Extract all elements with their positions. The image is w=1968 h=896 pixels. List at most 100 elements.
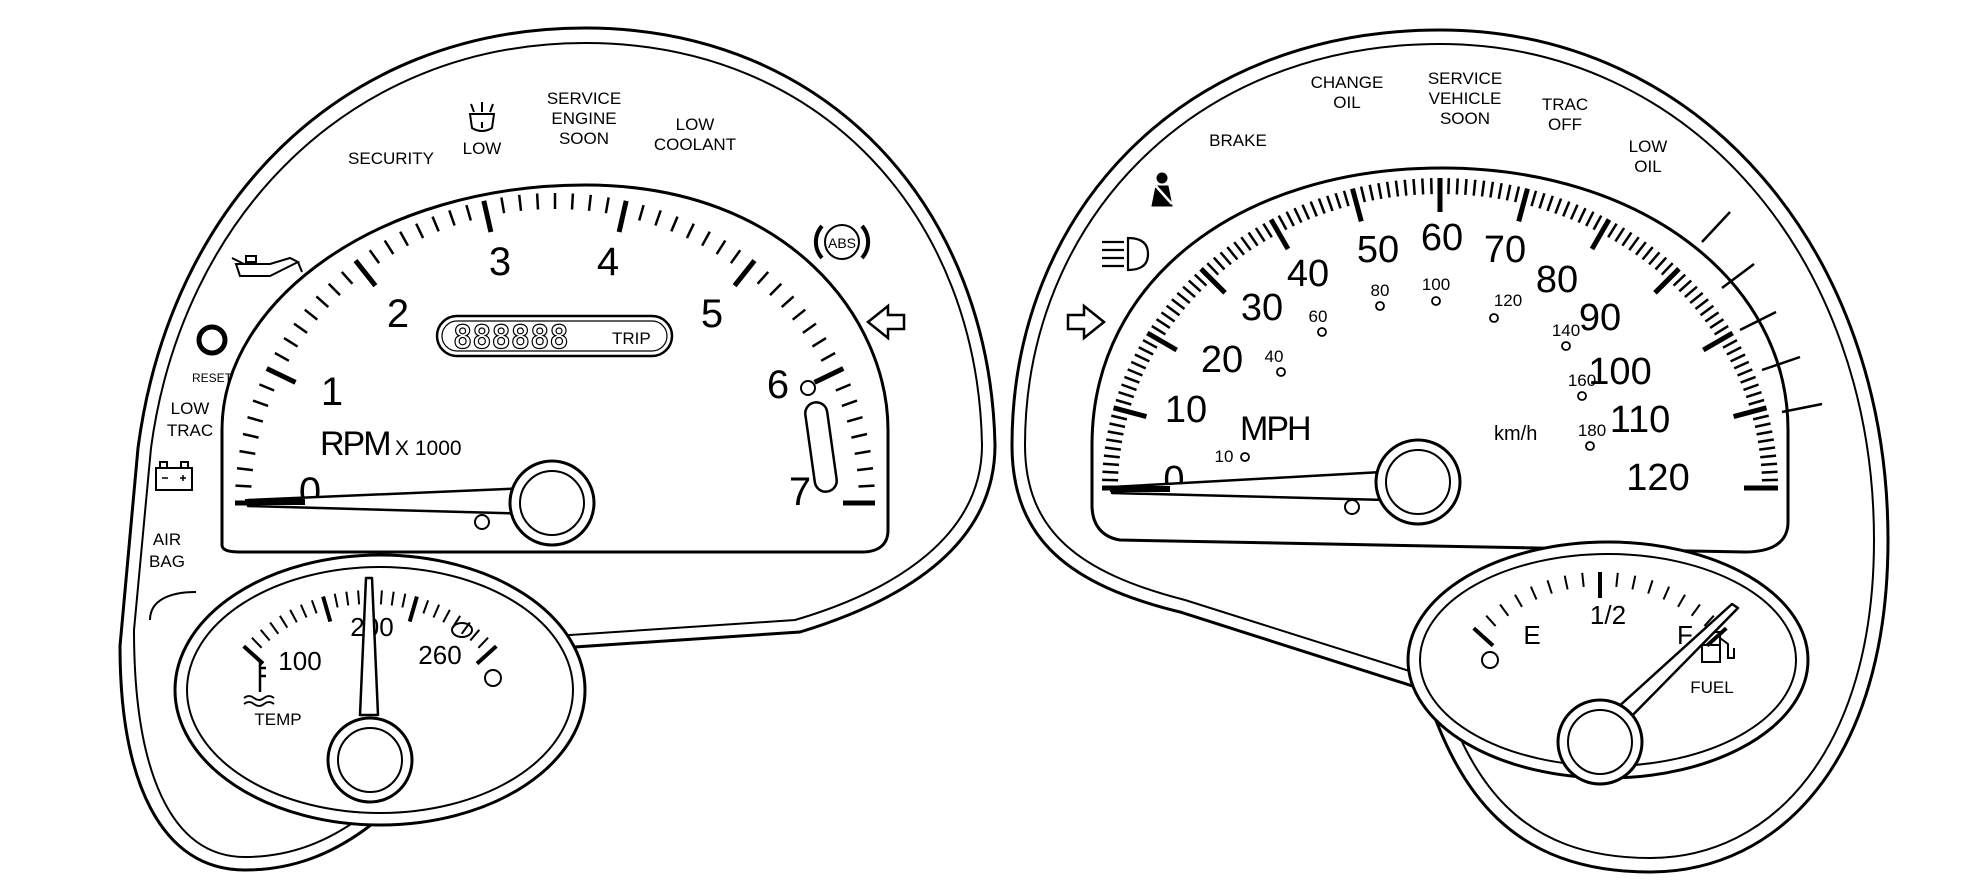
rpm-multiplier-label: X 1000 — [395, 437, 462, 460]
kmh-numeral-40: 40 — [1265, 347, 1284, 366]
tach-minor-tick — [500, 197, 506, 214]
fuel-minor-tick — [1615, 572, 1619, 588]
speed-minor-tick — [1730, 353, 1746, 363]
tach-minor-tick — [283, 337, 299, 348]
tach-numeral-6: 6 — [767, 363, 789, 407]
tach-major-tick — [813, 366, 845, 385]
reset-button-icon[interactable] — [196, 324, 228, 356]
tachometer: 0 1 2 3 4 5 6 7 RPM X 1000 888888 TRIP — [220, 183, 890, 554]
speed-minor-tick — [1277, 214, 1288, 231]
tach-minor-tick — [535, 193, 540, 210]
speed-minor-tick — [1212, 256, 1226, 271]
speed-minor-tick — [1726, 346, 1742, 356]
svg-text:COOLANT: COOLANT — [654, 135, 736, 154]
speed-minor-tick — [1748, 398, 1765, 406]
tach-minor-tick — [846, 415, 863, 423]
speed-minor-tick — [1138, 346, 1154, 356]
tach-minor-tick — [820, 351, 836, 362]
speed-major-tick — [1653, 267, 1681, 295]
low-trac-indicator: LOW TRAC — [167, 399, 213, 440]
speed-minor-tick — [1628, 236, 1640, 251]
temp-minor-tick — [432, 604, 441, 618]
temp-minor-tick — [422, 599, 430, 614]
speed-minor-tick — [1109, 422, 1126, 429]
speed-hub — [1374, 438, 1462, 526]
tach-major-tick — [353, 259, 378, 288]
tach-minor-tick — [415, 223, 425, 239]
speed-minor-tick — [1394, 180, 1400, 197]
kmh-numeral-120: 120 — [1494, 291, 1522, 310]
temp-minor-tick — [442, 609, 451, 623]
tach-minor-tick — [252, 399, 269, 408]
temp-minor-tick — [477, 637, 489, 649]
kmh-numeral-100: 100 — [1422, 275, 1450, 294]
tach-minor-tick — [637, 204, 645, 221]
speed-minor-tick — [1722, 339, 1738, 349]
tachometer-scale — [235, 193, 875, 506]
speed-minor-tick — [1761, 470, 1778, 474]
speed-minor-tick — [1709, 318, 1725, 329]
temp-major-tick — [242, 644, 265, 666]
temp-minor-tick — [251, 637, 263, 649]
speed-minor-tick — [1759, 446, 1776, 451]
kmh-numeral-140: 140 — [1552, 321, 1580, 340]
kmh-numeral-80: 80 — [1371, 281, 1390, 300]
svg-text:LOW: LOW — [1629, 137, 1668, 156]
speed-major-tick — [1589, 218, 1612, 251]
speed-minor-tick — [1107, 430, 1124, 436]
speed-minor-tick — [1740, 375, 1757, 384]
service-engine-soon-indicator: SERVICE ENGINE SOON — [547, 89, 621, 148]
svg-text:VEHICLE: VEHICLE — [1429, 89, 1502, 108]
kmh-numeral-180: 180 — [1578, 421, 1606, 440]
temp-minor-tick — [333, 593, 339, 608]
brake-indicator: BRAKE — [1209, 131, 1267, 150]
speed-minor-tick — [1155, 318, 1171, 329]
reset-label: RESET — [192, 371, 233, 385]
svg-text:LOW: LOW — [171, 399, 210, 418]
speed-major-tick — [1350, 187, 1364, 223]
fuel-scale — [1472, 572, 1728, 648]
kmh-numeral-60: 60 — [1309, 307, 1328, 326]
fuel-minor-tick — [1690, 603, 1701, 617]
mph-numeral-10: 10 — [1165, 389, 1207, 431]
speed-minor-tick — [1505, 184, 1512, 201]
tach-minor-tick — [431, 216, 440, 232]
speed-major-tick — [1516, 187, 1530, 223]
speed-minor-tick — [1342, 190, 1350, 207]
temp-minor-tick — [310, 599, 318, 614]
kmh-numerals: 10 40 60 80 100 120 140 160 180 — [1215, 275, 1607, 466]
speed-minor-tick — [1607, 223, 1618, 238]
tach-numeral-4: 4 — [597, 240, 619, 284]
speed-minor-tick — [1513, 186, 1521, 203]
speed-minor-tick — [1704, 311, 1720, 323]
speed-minor-tick — [1592, 214, 1603, 231]
tach-minor-tick — [654, 209, 662, 226]
speed-minor-tick — [1733, 360, 1750, 370]
svg-text:LOW: LOW — [676, 115, 715, 134]
svg-text:OFF: OFF — [1548, 115, 1582, 134]
speed-minor-tick — [1745, 391, 1762, 399]
seatbelt-icon — [1151, 172, 1173, 207]
speed-minor-tick — [1171, 298, 1186, 310]
speed-minor-tick — [1743, 383, 1760, 392]
kmh-label: km/h — [1494, 423, 1537, 445]
fuel-gauge: E 1/2 F FUEL — [1406, 540, 1810, 786]
svg-text:TRAC: TRAC — [167, 421, 213, 440]
speed-minor-tick — [1672, 273, 1687, 287]
tach-minor-tick — [448, 209, 456, 226]
tach-minor-tick — [670, 216, 679, 232]
speed-minor-tick — [1654, 256, 1668, 271]
fuel-empty-label: E — [1523, 620, 1540, 650]
washer-fluid-icon — [468, 102, 496, 132]
svg-text:OIL: OIL — [1333, 93, 1360, 112]
fuel-minor-tick — [1647, 579, 1654, 594]
tach-minor-tick — [791, 308, 806, 321]
low-oil-indicator: LOW OIL — [1629, 137, 1668, 176]
tach-minor-tick — [399, 231, 409, 247]
speed-minor-tick — [1142, 339, 1158, 349]
right-telltales: BRAKE CHANGE OIL SERVICE VEHICLE SOON TR… — [1066, 69, 1823, 414]
speed-minor-tick — [1699, 304, 1715, 317]
speed-minor-tick — [1102, 462, 1120, 467]
tach-minor-tick — [304, 308, 319, 321]
